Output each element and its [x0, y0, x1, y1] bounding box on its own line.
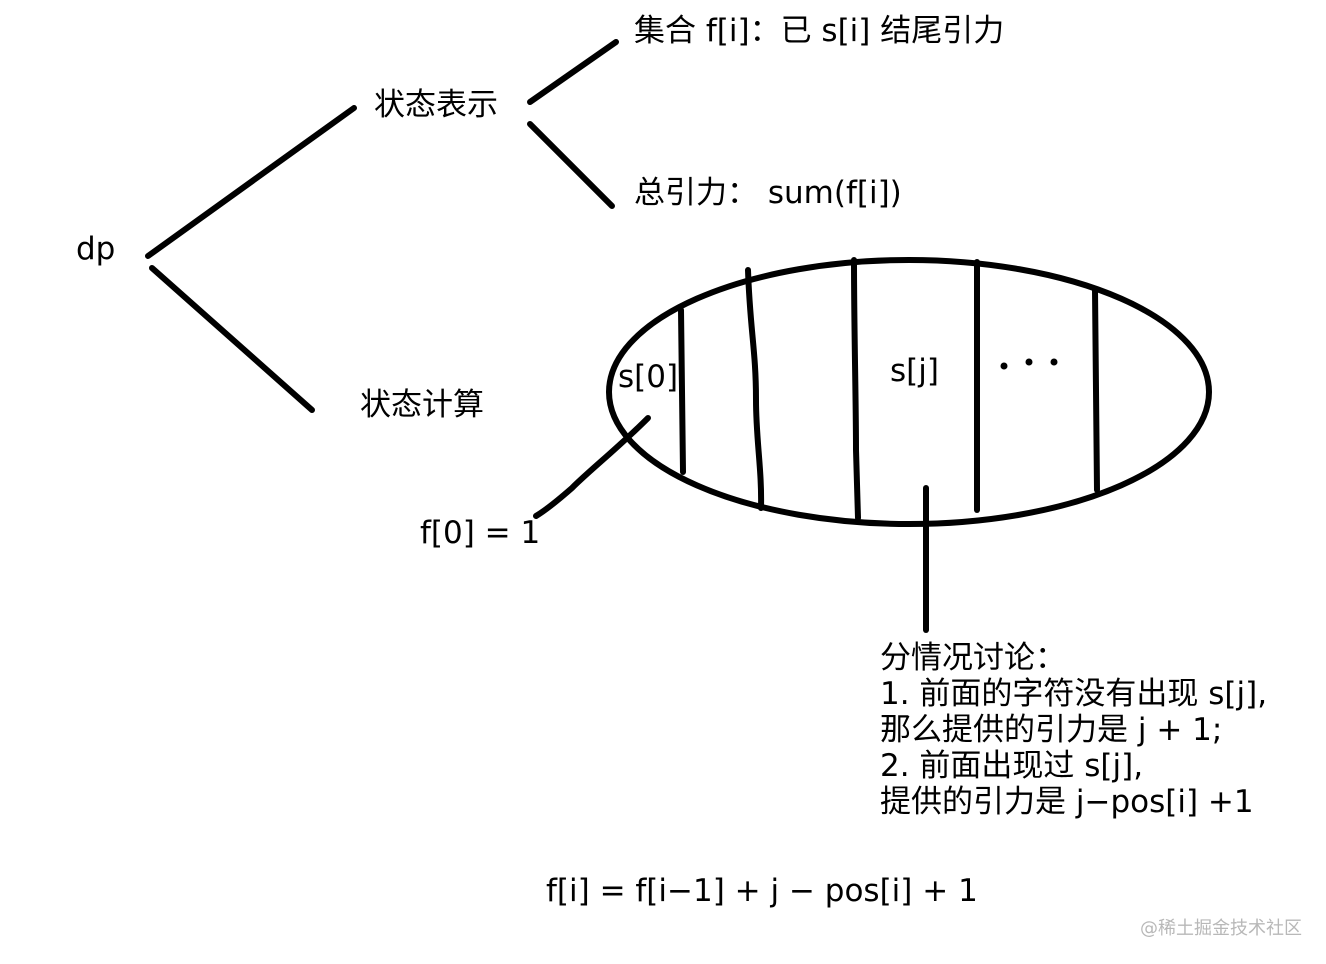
cell-sj-label: s[j]: [890, 353, 939, 389]
edge-state-repr-to-set: [527, 39, 619, 105]
divider-1: [678, 307, 686, 475]
total-gravity-label: 总引力： sum(f[i]): [634, 175, 902, 211]
ellipsis-dot-2: [1025, 358, 1033, 366]
case-note-line: 2. 前面出现过 s[j],: [880, 748, 1144, 784]
state-calc-label: 状态计算: [360, 387, 484, 423]
ellipsis-dot-1: [1000, 362, 1008, 370]
divider-5: [1092, 287, 1100, 493]
root-dp-label: dp: [76, 231, 116, 267]
case-note-line: 那么提供的引力是 j + 1;: [880, 712, 1223, 748]
divider-2: [745, 267, 765, 511]
case-note-line: 提供的引力是 j−pos[i] +1: [880, 784, 1254, 820]
case-note-line: 1. 前面的字符没有出现 s[j],: [880, 676, 1268, 712]
string-ellipse: [606, 257, 1212, 527]
cell-s0-label: s[0]: [618, 359, 679, 395]
set-definition-label: 集合 f[i]：已 s[i] 结尾引力: [634, 13, 1005, 49]
edge-dp-to-state-repr: [145, 105, 357, 259]
watermark: @稀土掘金技术社区: [1140, 918, 1302, 939]
recurrence-formula: f[i] = f[i−1] + j − pos[i] + 1: [546, 873, 978, 909]
state-repr-label: 状态表示: [374, 87, 498, 123]
case-notes-title: 分情况讨论：: [880, 640, 1066, 676]
edge-dp-to-state-calc: [149, 265, 315, 413]
base-case-label: f[0] = 1: [420, 515, 541, 551]
divider-3: [851, 257, 861, 521]
ellipsis-dot-3: [1050, 358, 1058, 366]
case-notes: 分情况讨论： 1. 前面的字符没有出现 s[j], 那么提供的引力是 j + 1…: [880, 640, 1267, 820]
edge-state-repr-to-total: [527, 121, 615, 209]
pointer-s0-to-base-case: [533, 415, 651, 519]
